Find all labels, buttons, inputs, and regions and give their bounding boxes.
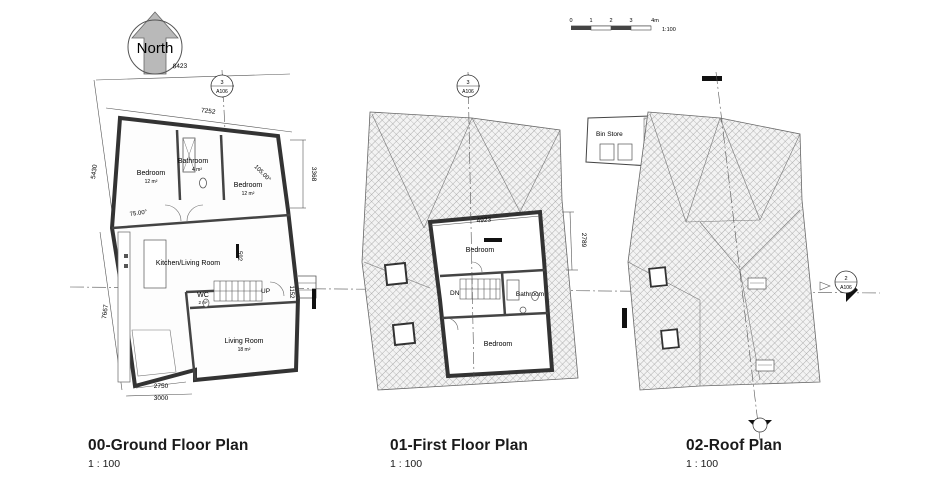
first-stairs-dn: DN: [450, 290, 460, 297]
ground-room-bedroom-left: Bedroom: [137, 170, 166, 177]
ground-room-living: Living Room: [225, 338, 264, 345]
ground-floor-scale: 1 : 100: [88, 458, 121, 470]
roof-section-marker: 2 A106: [834, 270, 858, 302]
ground-room-bathroom-area: 4 m²: [192, 167, 202, 173]
ground-dimension-lines: [93, 73, 306, 397]
ground-room-bedroom-right: Bedroom: [234, 182, 263, 189]
ground-room-kitchen: Kitchen/Living Room: [156, 260, 220, 267]
first-dim-4923: 4923: [476, 216, 491, 224]
scale-tick-3: 3: [629, 18, 632, 24]
first-floor-plan: Bedroom Bathroom Bedroom DN 4923 2789 3 …: [361, 71, 587, 391]
first-room-bedroom-bottom: Bedroom: [484, 341, 513, 348]
roof-plan-title: 02-Roof Plan: [686, 437, 782, 454]
ground-dim-7252: 7252: [201, 107, 217, 116]
ground-section-marker: 3 A106: [210, 74, 234, 98]
ground-room-bedroom-left-area: 12 m²: [145, 179, 158, 185]
first-interior-walls: [439, 268, 549, 320]
roof-plan-scale: 1 : 100: [686, 458, 719, 470]
ground-stairs: [213, 280, 263, 302]
ground-section-sheet: A106: [216, 89, 228, 95]
ground-dim-7667: 7667: [101, 304, 110, 320]
ground-floor-title: 00-Ground Floor Plan: [88, 437, 249, 454]
first-section-sheet: A106: [462, 89, 474, 95]
ground-dim-592: 592: [236, 251, 242, 262]
scale-ratio: 1:100: [662, 27, 676, 33]
roof-plan: Bin Store: [585, 71, 858, 441]
ground-interior-walls: [111, 129, 297, 381]
roof-section-sheet: A106: [840, 285, 852, 291]
ground-room-bathroom: Bathroom: [178, 158, 209, 165]
ground-room-bedroom-right-area: 12 m²: [242, 191, 255, 197]
ground-room-living-area: 18 m²: [238, 347, 251, 353]
ground-section-number: 3: [220, 80, 223, 86]
ground-angle-75: 75.00°: [129, 210, 148, 218]
ground-dim-5430: 5430: [90, 164, 99, 180]
first-room-bedroom-top: Bedroom: [466, 247, 495, 254]
ground-floor-plan: Bedroom 12 m² Bathroom 4 m² Bedroom 12 m…: [90, 63, 317, 402]
ground-dim-3368: 3368: [310, 167, 317, 182]
first-room-bathroom: Bathroom: [516, 291, 544, 298]
first-dim-2789: 2789: [580, 233, 587, 248]
bin-store-label: Bin Store: [596, 131, 623, 138]
north-arrow: North: [127, 11, 183, 75]
first-floor-scale: 1 : 100: [390, 458, 423, 470]
ground-dim-8423: 8423: [173, 63, 188, 71]
ground-dim-2750: 2750: [154, 383, 169, 390]
scale-tick-2: 2: [609, 18, 612, 24]
scale-tick-4: 4m: [651, 18, 659, 24]
ground-room-wc-area: 2 m²: [199, 300, 209, 305]
scale-tick-1: 1: [589, 18, 592, 24]
ground-stairs-up: UP: [261, 288, 270, 295]
ground-dim-3000: 3000: [154, 395, 169, 402]
ground-room-wc: WC: [197, 292, 209, 299]
north-label: North: [137, 40, 174, 57]
first-section-marker: 3 A106: [456, 74, 480, 98]
first-stairs: [459, 278, 501, 300]
first-section-number: 3: [466, 80, 469, 86]
roof-section-number: 2: [844, 276, 847, 282]
scale-bar: 0 1 2 3 4m 1:100: [569, 18, 675, 33]
scale-tick-0: 0: [569, 18, 572, 24]
ground-dim-1152: 1152: [288, 286, 294, 300]
first-floor-title: 01-First Floor Plan: [390, 437, 528, 454]
